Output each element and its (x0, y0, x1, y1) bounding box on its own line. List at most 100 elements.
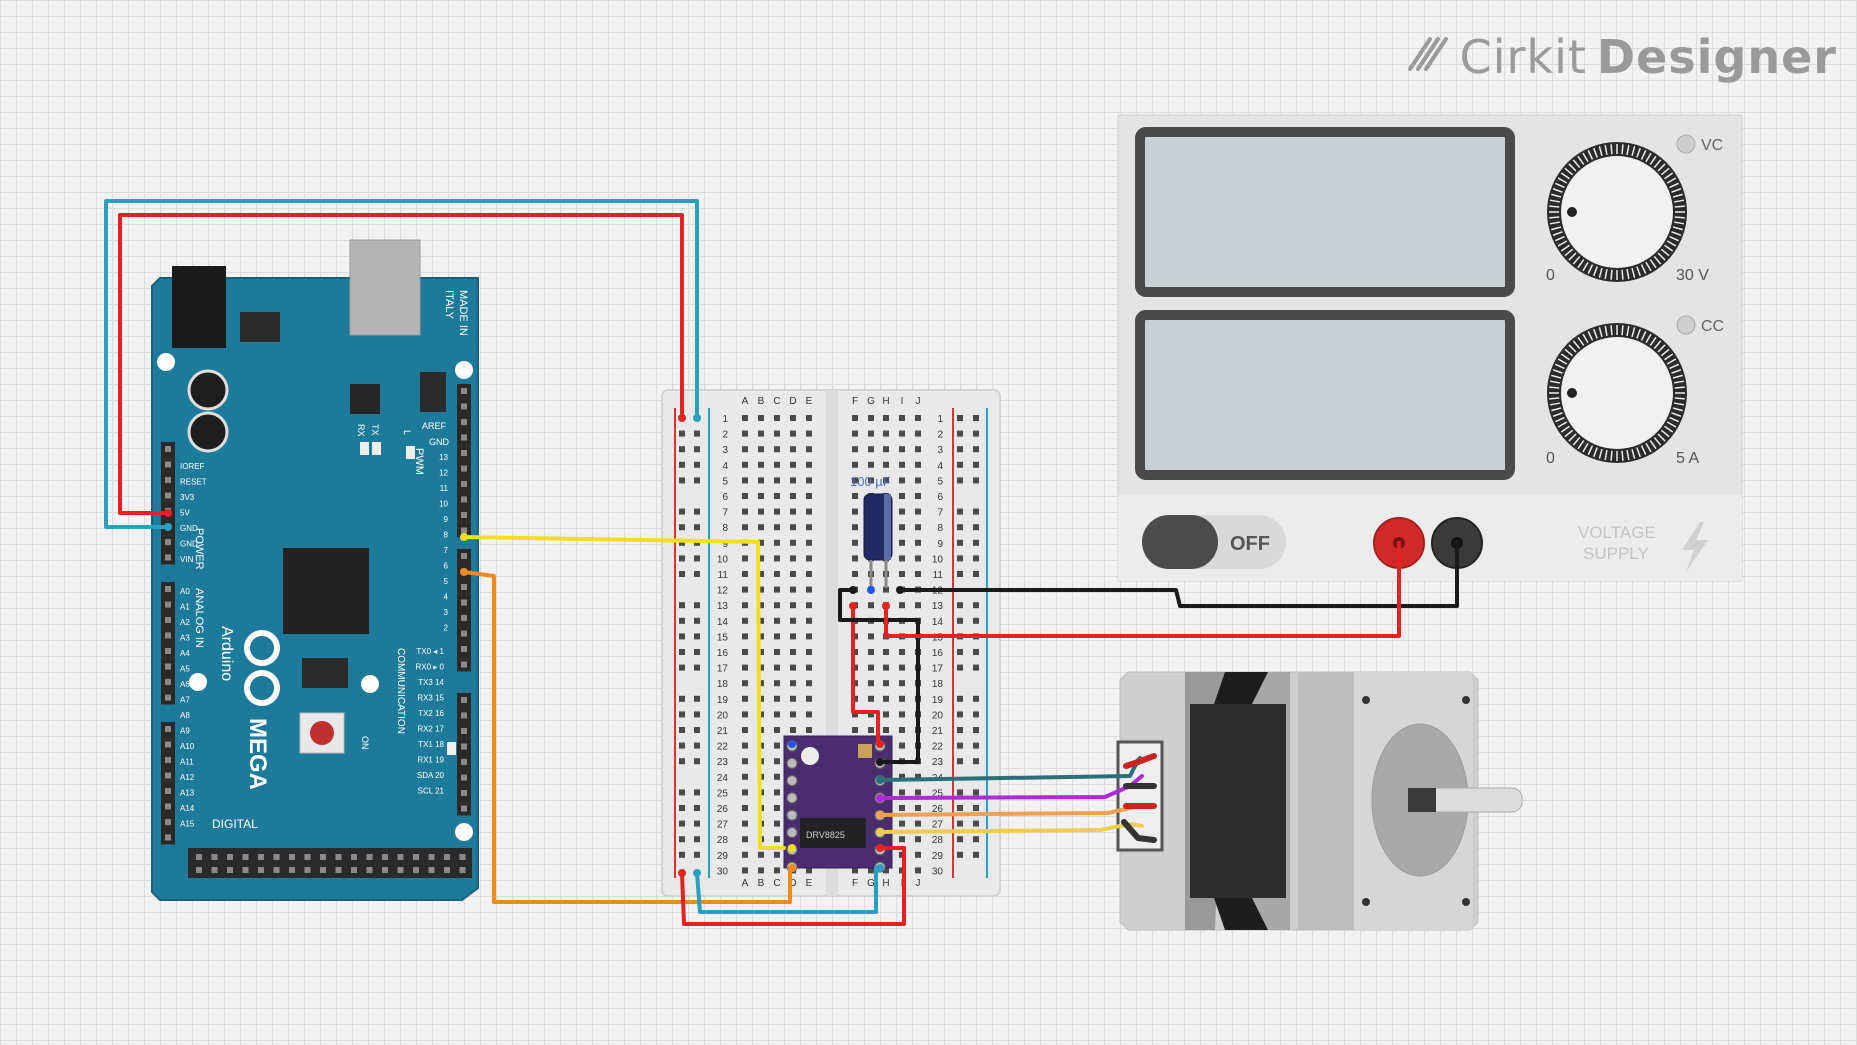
stepper-motor[interactable] (1116, 671, 1523, 931)
breadboard-hole[interactable] (790, 617, 796, 624)
breadboard-hole[interactable] (774, 711, 780, 718)
breadboard-hole[interactable] (915, 508, 921, 515)
breadboard-hole[interactable] (774, 477, 780, 484)
header-pin[interactable] (165, 477, 171, 483)
breadboard-hole[interactable] (694, 711, 700, 718)
header-pin[interactable] (459, 854, 466, 860)
breadboard-hole[interactable] (883, 446, 889, 453)
breadboard-hole[interactable] (868, 633, 874, 640)
header-pin[interactable] (273, 854, 280, 860)
header-pin[interactable] (242, 854, 249, 860)
header-pin[interactable] (382, 867, 388, 873)
breadboard-hole[interactable] (973, 695, 979, 702)
breadboard-hole[interactable] (758, 649, 764, 655)
breadboard-hole[interactable] (973, 851, 979, 858)
breadboard-hole[interactable] (899, 430, 905, 437)
breadboard-hole[interactable] (758, 555, 764, 562)
breadboard-hole[interactable] (758, 633, 764, 640)
breadboard-hole[interactable] (852, 508, 858, 515)
breadboard-hole[interactable] (915, 571, 921, 577)
breadboard-hole[interactable] (679, 649, 685, 655)
breadboard-hole[interactable] (883, 649, 889, 655)
breadboard-hole[interactable] (957, 430, 963, 437)
header-pin[interactable] (461, 450, 467, 456)
header-pin[interactable] (211, 867, 218, 873)
breadboard-hole[interactable] (915, 851, 921, 858)
breadboard-hole[interactable] (774, 539, 780, 546)
breadboard-hole[interactable] (973, 477, 979, 484)
breadboard-hole[interactable] (694, 805, 700, 811)
breadboard-hole[interactable] (852, 415, 858, 421)
breadboard-hole[interactable] (973, 711, 979, 718)
header-pin[interactable] (461, 759, 467, 765)
breadboard-hole[interactable] (915, 493, 921, 499)
breadboard-hole[interactable] (806, 695, 812, 702)
breadboard-hole[interactable] (790, 711, 796, 718)
breadboard-hole[interactable] (790, 508, 796, 515)
header-pin[interactable] (444, 854, 450, 860)
breadboard-hole[interactable] (957, 758, 963, 765)
breadboard-hole[interactable] (957, 836, 963, 843)
breadboard-hole[interactable] (679, 571, 685, 577)
breadboard-hole[interactable] (790, 649, 796, 655)
breadboard-hole[interactable] (973, 789, 979, 796)
breadboard-hole[interactable] (679, 758, 685, 765)
breadboard-hole[interactable] (973, 571, 979, 577)
breadboard-hole[interactable] (973, 461, 979, 468)
arduino-headers[interactable] (161, 384, 472, 878)
header-pin[interactable] (461, 646, 467, 652)
breadboard-hole[interactable] (915, 446, 921, 453)
breadboard-hole[interactable] (973, 430, 979, 437)
breadboard-hole[interactable] (915, 524, 921, 531)
header-pin[interactable] (273, 867, 280, 873)
power-switch[interactable]: OFF (1142, 515, 1286, 569)
breadboard-hole[interactable] (957, 742, 963, 749)
breadboard-hole[interactable] (774, 851, 780, 858)
breadboard-hole[interactable] (806, 586, 812, 593)
breadboard-hole[interactable] (774, 633, 780, 640)
breadboard-hole[interactable] (694, 649, 700, 655)
header-pin[interactable] (382, 854, 388, 860)
breadboard-hole[interactable] (915, 773, 921, 780)
breadboard-hole[interactable] (957, 555, 963, 562)
breadboard-hole[interactable] (957, 851, 963, 858)
breadboard-hole[interactable] (899, 602, 905, 609)
breadboard-hole[interactable] (774, 493, 780, 499)
breadboard-hole[interactable] (852, 430, 858, 437)
header-pin[interactable] (165, 834, 171, 841)
breadboard-hole[interactable] (774, 586, 780, 593)
voltage-knob[interactable] (1547, 142, 1687, 282)
breadboard-hole[interactable] (758, 508, 764, 515)
header-pin[interactable] (258, 867, 264, 873)
breadboard-hole[interactable] (742, 477, 748, 484)
breadboard-hole[interactable] (679, 805, 685, 811)
drv8825-driver[interactable]: DRV8825 (783, 735, 893, 873)
breadboard-hole[interactable] (957, 789, 963, 796)
breadboard-hole[interactable] (806, 867, 812, 874)
wire-motor-purple[interactable] (878, 774, 1144, 800)
header-pin[interactable] (165, 539, 171, 545)
breadboard-hole[interactable] (742, 555, 748, 562)
header-pin[interactable] (428, 854, 435, 860)
header-pin[interactable] (165, 648, 171, 654)
power-supply[interactable]: VC CC 0 30 V 0 5 A OFF VOLTAGE SUPPLY (1117, 114, 1743, 582)
header-pin[interactable] (320, 854, 326, 860)
breadboard-hole[interactable] (742, 461, 748, 468)
breadboard-hole[interactable] (973, 820, 979, 827)
breadboard-hole[interactable] (694, 602, 700, 609)
breadboard-hole[interactable] (806, 617, 812, 624)
breadboard-hole[interactable] (790, 415, 796, 421)
breadboard-hole[interactable] (806, 446, 812, 453)
breadboard-hole[interactable] (679, 851, 685, 858)
breadboard-hole[interactable] (694, 742, 700, 749)
breadboard-hole[interactable] (899, 695, 905, 702)
breadboard-hole[interactable] (852, 524, 858, 531)
breadboard-hole[interactable] (957, 415, 963, 421)
breadboard-hole[interactable] (742, 711, 748, 718)
breadboard-hole[interactable] (694, 664, 700, 671)
driver-pin[interactable] (786, 809, 798, 821)
header-pin[interactable] (165, 694, 171, 701)
breadboard-hole[interactable] (758, 680, 764, 687)
header-pin[interactable] (211, 854, 218, 860)
